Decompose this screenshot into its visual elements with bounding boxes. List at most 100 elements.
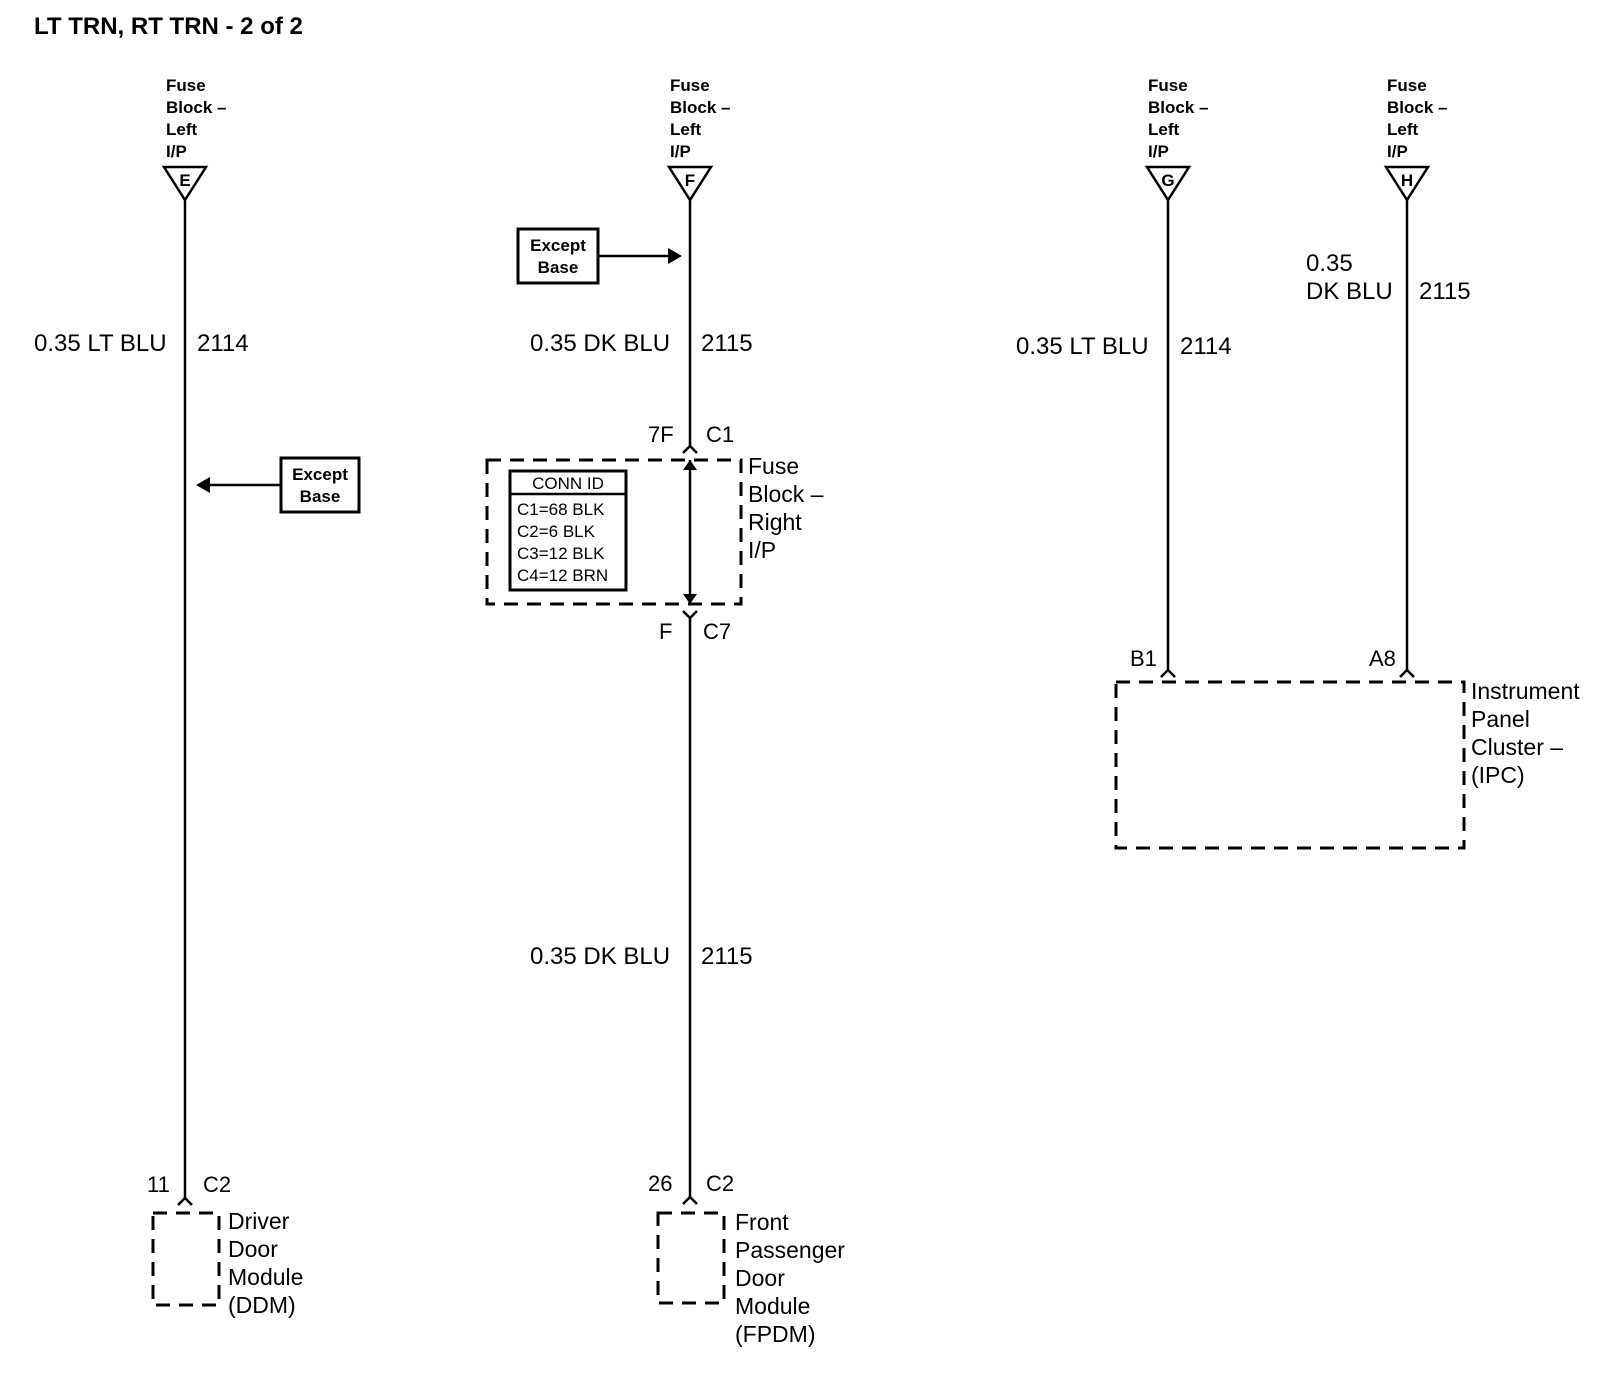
fuse-h-letter: H (1401, 171, 1413, 190)
wire-2115-lower-circuit: 2115 (701, 943, 753, 970)
fuse-f-letter: F (685, 171, 695, 190)
ipc-component-label: Instrument Panel Cluster – (IPC) (1471, 678, 1580, 788)
fpdm-connector: 26 C2 (648, 1171, 734, 1205)
fuse-g-line-4: I/P (1148, 142, 1169, 161)
fb-bottom-conn: C7 (703, 619, 731, 644)
fbr-label-3: Right (748, 509, 802, 535)
wire-2115-upper-circuit: 2115 (701, 330, 753, 357)
fpdm-conn: C2 (706, 1171, 734, 1196)
wire-2115-ipc-label-2: DK BLU (1306, 278, 1393, 305)
conn-id-row-1: C1=68 BLK (517, 500, 605, 519)
fuse-g-line-1: Fuse (1148, 76, 1188, 95)
fpdm-connector-chevron-icon (682, 1195, 698, 1205)
fuse-f-line-4: I/P (670, 142, 691, 161)
ddm-pin: 11 (147, 1172, 170, 1197)
internal-arrow-up-icon (683, 460, 697, 470)
fuse-e-line-3: Left (166, 120, 198, 139)
fuse-h-line-2: Block – (1387, 98, 1447, 117)
except-note-2-line-1: Except (530, 236, 586, 255)
ipc-b-chevron-icon (1160, 668, 1176, 678)
arrow-right-icon (668, 248, 682, 264)
fb-top-pin: 7F (648, 422, 674, 447)
fpdm-label-1: Front (735, 1209, 789, 1235)
fuse-g-triangle-icon (1144, 165, 1192, 203)
ipc-a-chevron-icon (1399, 668, 1415, 678)
fb-top-conn: C1 (706, 422, 734, 447)
fuse-block-right-box (485, 458, 743, 606)
ddm-component-label: Driver Door Module (DDM) (228, 1208, 303, 1318)
ddm-label-4: (DDM) (228, 1292, 296, 1318)
arrow-left-icon (196, 477, 210, 493)
diagram-title: LT TRN, RT TRN - 2 of 2 (34, 13, 303, 40)
conn-id-row-2: C2=6 BLK (517, 522, 596, 541)
fuse-e-line-1: Fuse (166, 76, 206, 95)
fpdm-pin: 26 (648, 1171, 672, 1196)
ipc-label-3: Cluster – (1471, 734, 1563, 760)
wire-2115-ipc-label-1: 0.35 (1306, 250, 1353, 277)
fuse-e-triangle-icon (161, 165, 209, 203)
fuse-e-line-4: I/P (166, 142, 187, 161)
fuse-source-f: Fuse Block – Left I/P F (666, 76, 730, 203)
ddm-conn: C2 (203, 1172, 231, 1197)
ddm-connector: 11 C2 (147, 1172, 231, 1206)
fuse-g-line-2: Block – (1148, 98, 1208, 117)
fuse-source-h: Fuse Block – Left I/P H (1383, 76, 1447, 203)
ipc-module-box (1114, 680, 1466, 850)
fuse-e-letter: E (179, 171, 190, 190)
fb-top-chevron-icon (682, 444, 698, 454)
fpdm-component-label: Front Passenger Door Module (FPDM) (735, 1209, 845, 1347)
ddm-label-3: Module (228, 1264, 303, 1290)
conn-id-row-4: C4=12 BRN (517, 566, 608, 585)
fbr-label-2: Block – (748, 481, 824, 507)
fuse-source-g: Fuse Block – Left I/P G (1144, 76, 1208, 203)
wire-2115-lower-label: 0.35 DK BLU (530, 943, 670, 970)
fbr-label-4: I/P (748, 537, 776, 563)
fuse-f-triangle-icon (666, 165, 714, 203)
wire-2114-ipc-label: 0.35 LT BLU (1016, 333, 1149, 360)
ddm-module-box (151, 1211, 221, 1307)
wire-2114-ddm-circuit: 2114 (197, 330, 249, 357)
fuse-source-e: Fuse Block – Left I/P E (161, 76, 226, 203)
fuse-g-line-3: Left (1148, 120, 1180, 139)
except-note-1-line-2: Base (300, 487, 341, 506)
ipc-a-pin: A8 (1369, 646, 1396, 671)
fb-bottom-chevron-icon (682, 610, 698, 620)
except-base-note-1: Except Base (196, 456, 361, 514)
wire-2115-ipc-circuit: 2115 (1419, 278, 1471, 305)
ddm-label-2: Door (228, 1236, 278, 1262)
fuse-e-line-2: Block – (166, 98, 226, 117)
fuse-h-line-3: Left (1387, 120, 1419, 139)
except-note-2-line-2: Base (538, 258, 579, 277)
ipc-b-pin: B1 (1130, 646, 1157, 671)
fuse-f-line-2: Block – (670, 98, 730, 117)
fuse-h-triangle-icon (1383, 165, 1431, 203)
fuse-f-line-1: Fuse (670, 76, 710, 95)
ipc-label-2: Panel (1471, 706, 1530, 732)
fuse-f-line-3: Left (670, 120, 702, 139)
fpdm-label-3: Door (735, 1265, 785, 1291)
fpdm-label-2: Passenger (735, 1237, 845, 1263)
except-base-note-2: Except Base (516, 227, 682, 285)
wire-2115-upper-label: 0.35 DK BLU (530, 330, 670, 357)
fuse-h-line-4: I/P (1387, 142, 1408, 161)
ipc-label-1: Instrument (1471, 678, 1580, 704)
ipc-label-4: (IPC) (1471, 762, 1525, 788)
except-note-1-line-1: Except (292, 465, 348, 484)
fpdm-label-5: (FPDM) (735, 1321, 815, 1347)
fuse-block-right-label: Fuse Block – Right I/P (748, 453, 824, 563)
conn-id-header: CONN ID (532, 474, 604, 493)
internal-arrow-down-icon (683, 594, 697, 604)
fuse-h-line-1: Fuse (1387, 76, 1427, 95)
fuse-g-letter: G (1161, 171, 1174, 190)
wire-2114-ipc-circuit: 2114 (1180, 333, 1232, 360)
fpdm-label-4: Module (735, 1293, 810, 1319)
fb-bottom-pin: F (659, 619, 672, 644)
fbr-label-1: Fuse (748, 453, 799, 479)
conn-id-table: CONN ID C1=68 BLK C2=6 BLK C3=12 BLK C4=… (508, 469, 628, 592)
conn-id-row-3: C3=12 BLK (517, 544, 605, 563)
ddm-label-1: Driver (228, 1208, 290, 1234)
wire-2114-ddm-label: 0.35 LT BLU (34, 330, 167, 357)
ddm-connector-chevron-icon (177, 1196, 193, 1206)
fpdm-module-box (656, 1211, 726, 1305)
